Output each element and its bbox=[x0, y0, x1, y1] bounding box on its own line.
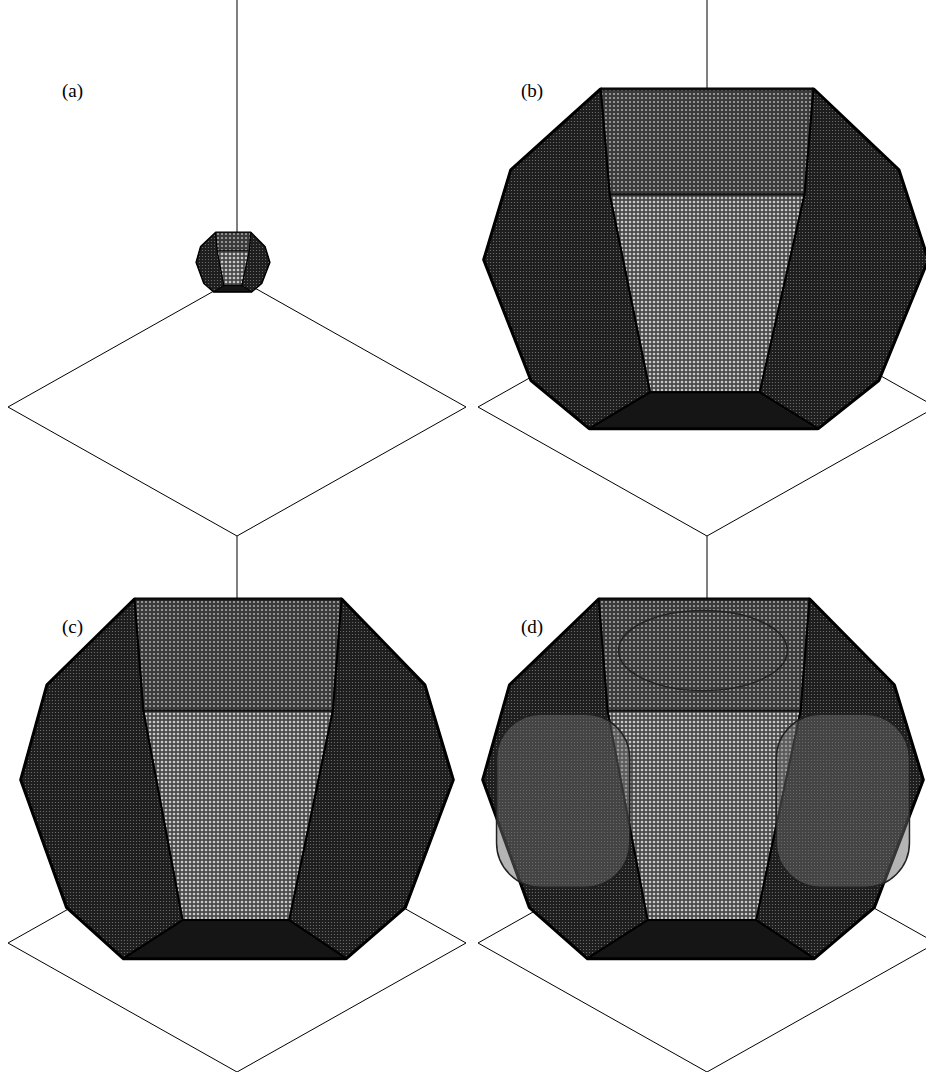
face-contour bbox=[619, 611, 788, 691]
crystal-top-face bbox=[216, 233, 251, 251]
panel-figure bbox=[478, 536, 926, 1072]
crystal-left-face bbox=[21, 600, 182, 959]
crystal-right-face bbox=[242, 233, 270, 292]
vertical-axis bbox=[237, 0, 238, 235]
panel-figure bbox=[8, 536, 466, 1072]
crystal-right-face bbox=[289, 600, 453, 959]
panel-label: (d) bbox=[519, 616, 545, 638]
crystal-left-face bbox=[484, 89, 650, 428]
crystal-left-face bbox=[196, 233, 223, 292]
crystal-right-face bbox=[760, 89, 926, 428]
panel-figure bbox=[478, 0, 926, 536]
crystal-top-face bbox=[601, 89, 814, 194]
crystal-top-face bbox=[599, 600, 810, 711]
crystal-top-face bbox=[135, 600, 342, 711]
crystal-silhouette bbox=[483, 600, 923, 959]
crystal-silhouette bbox=[196, 233, 269, 292]
panel-figure bbox=[8, 0, 466, 536]
crystal-right-face bbox=[756, 600, 923, 959]
panel-label: (b) bbox=[519, 80, 545, 102]
face-contour bbox=[776, 714, 909, 887]
crystal-left-face bbox=[483, 600, 647, 959]
crystal-silhouette bbox=[484, 89, 926, 428]
panel-label: (c) bbox=[60, 616, 85, 638]
ground-plane bbox=[8, 278, 466, 536]
face-contour bbox=[497, 714, 630, 887]
panel-label: (a) bbox=[60, 80, 85, 102]
crystal-silhouette bbox=[21, 600, 453, 959]
